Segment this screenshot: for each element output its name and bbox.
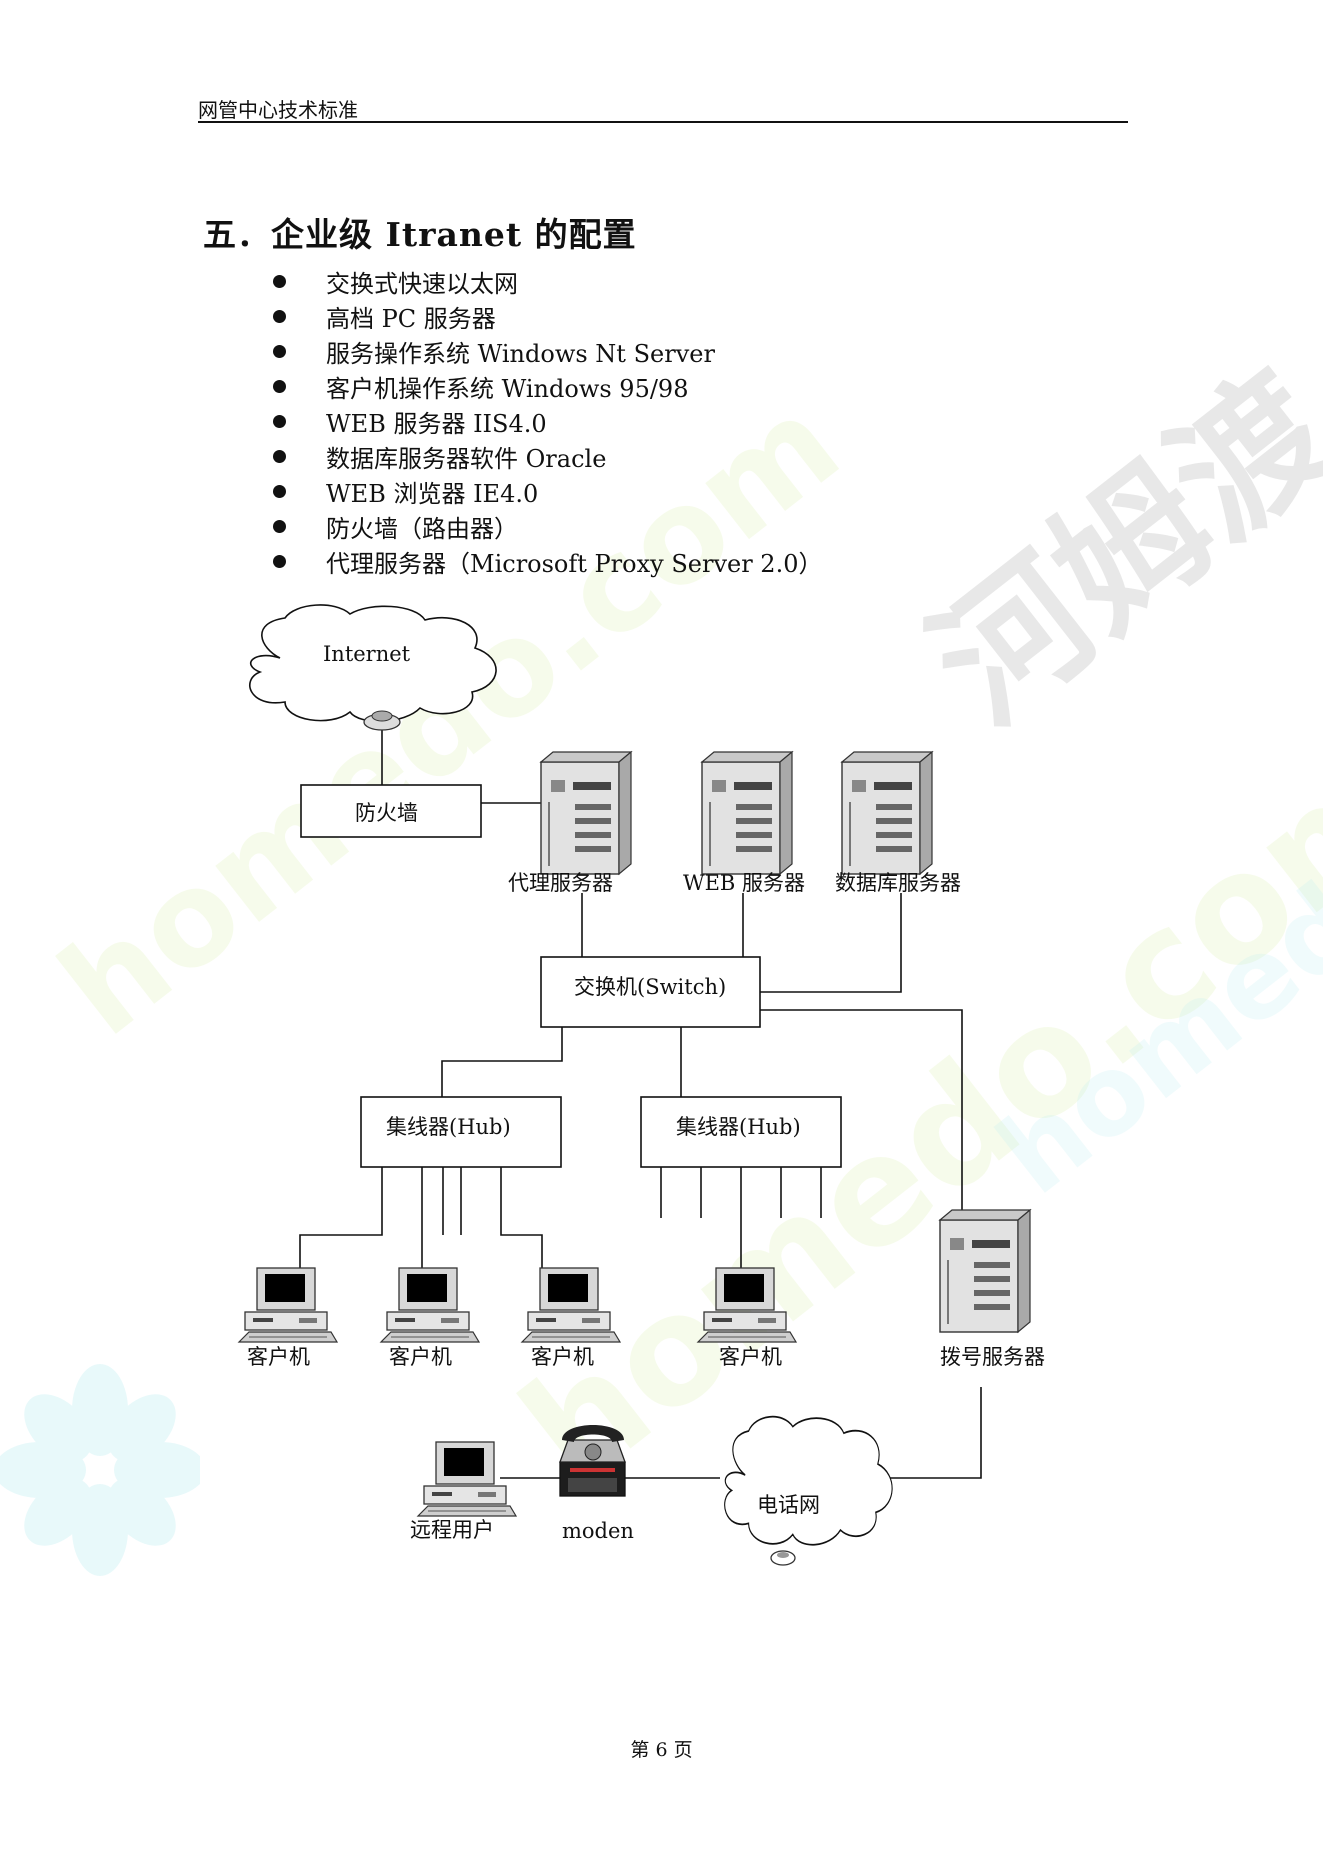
- bullet-dot: [273, 310, 286, 323]
- db-server-icon: [841, 751, 933, 875]
- remote-user-pc-icon: [417, 1441, 517, 1517]
- list-item-text: 交换式快速以太网: [326, 270, 518, 298]
- client-pc-icon: [697, 1267, 797, 1343]
- hub-right-label: 集线器(Hub): [676, 1115, 801, 1139]
- web-server-label: WEB 服务器: [683, 871, 805, 895]
- firewall-label: 防火墙: [355, 801, 418, 825]
- link-db-switch: [760, 893, 902, 993]
- link-hub-left-client-3: [500, 1167, 543, 1270]
- bullet-list: 交换式快速以太网 高档 PC 服务器 服务操作系统 Windows Nt Ser…: [273, 264, 822, 579]
- list-item-text: 服务操作系统 Windows Nt Server: [326, 340, 715, 368]
- hub-right-box: [640, 1096, 842, 1168]
- firewall-box: [300, 784, 482, 838]
- router-icon: [363, 710, 401, 731]
- header-rule: [198, 121, 1128, 123]
- bullet-dot: [273, 450, 286, 463]
- list-item: 客户机操作系统 Windows 95/98: [273, 369, 822, 404]
- modem-label: moden: [562, 1519, 634, 1543]
- link-switch-dialup: [760, 1009, 963, 1218]
- hub-left-label: 集线器(Hub): [386, 1115, 511, 1139]
- telephone-modem-icon: [559, 1425, 626, 1497]
- list-item-text: 数据库服务器软件 Oracle: [326, 445, 607, 473]
- client-pc-icon: [521, 1267, 621, 1343]
- list-item-text: 防火墙（路由器）: [326, 515, 518, 543]
- switch-label: 交换机(Switch): [574, 975, 726, 999]
- bullet-dot: [273, 555, 286, 568]
- bullet-dot: [273, 415, 286, 428]
- bullet-dot: [273, 485, 286, 498]
- list-item: WEB 服务器 IIS4.0: [273, 404, 822, 439]
- list-item: 高档 PC 服务器: [273, 299, 822, 334]
- list-item-text: 高档 PC 服务器: [326, 305, 496, 333]
- proxy-server-label: 代理服务器: [508, 871, 613, 895]
- list-item-text: WEB 服务器 IIS4.0: [326, 410, 547, 438]
- list-item: 服务操作系统 Windows Nt Server: [273, 334, 822, 369]
- link-switch-hub-left: [441, 1027, 563, 1097]
- list-item: 防火墙（路由器）: [273, 509, 822, 544]
- dialup-server-icon: [939, 1209, 1031, 1333]
- hub-left-box: [360, 1096, 562, 1168]
- page-number: 第 6 页: [630, 1739, 693, 1761]
- dialup-server-label: 拨号服务器: [940, 1345, 1045, 1369]
- running-header: 网管中心技术标准: [198, 98, 358, 122]
- list-item: 数据库服务器软件 Oracle: [273, 439, 822, 474]
- phone-network-label: 电话网: [757, 1493, 820, 1517]
- list-item: 代理服务器（Microsoft Proxy Server 2.0）: [273, 544, 822, 579]
- web-server-icon: [701, 751, 793, 875]
- list-item-text: 代理服务器（Microsoft Proxy Server 2.0）: [326, 550, 823, 578]
- list-item: 交换式快速以太网: [273, 264, 822, 299]
- phone-network-cloud: [723, 1415, 893, 1546]
- client-label: 客户机: [247, 1345, 310, 1369]
- db-server-label: 数据库服务器: [835, 871, 961, 895]
- bullet-dot: [273, 345, 286, 358]
- client-label: 客户机: [719, 1345, 782, 1369]
- bullet-dot: [273, 275, 286, 288]
- client-label: 客户机: [531, 1345, 594, 1369]
- link-dialup-phone-network: [880, 1387, 982, 1479]
- network-node-icon: [770, 1550, 796, 1566]
- internet-label: Internet: [323, 642, 411, 666]
- client-label: 客户机: [389, 1345, 452, 1369]
- list-item-text: 客户机操作系统 Windows 95/98: [326, 375, 689, 403]
- bullet-dot: [273, 380, 286, 393]
- link-hub-left-client-1: [299, 1167, 383, 1270]
- client-pc-icon: [238, 1267, 338, 1343]
- remote-user-label: 远程用户: [410, 1518, 494, 1542]
- watermark-flower-logo: [0, 1364, 200, 1576]
- bullet-dot: [273, 520, 286, 533]
- section-title: 五．企业级 Itranet 的配置: [203, 215, 637, 254]
- client-pc-icon: [380, 1267, 480, 1343]
- proxy-server-icon: [540, 751, 632, 875]
- switch-box: [540, 956, 761, 1028]
- list-item-text: WEB 浏览器 IE4.0: [326, 480, 539, 508]
- list-item: WEB 浏览器 IE4.0: [273, 474, 822, 509]
